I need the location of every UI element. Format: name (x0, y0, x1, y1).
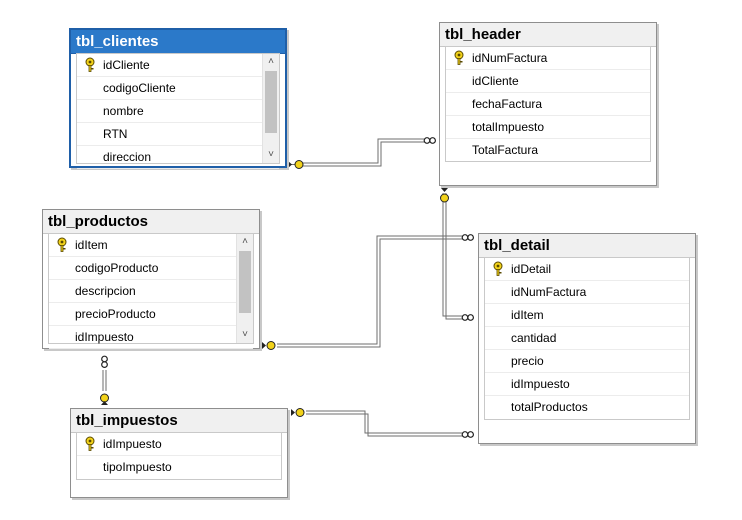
column-name: fechaFactura (472, 97, 543, 111)
chevron-down-icon[interactable]: ˅ (242, 329, 248, 340)
key-icon (291, 408, 305, 417)
column-row[interactable]: idItem (485, 304, 689, 327)
infinity-icon (101, 355, 108, 369)
scroll-thumb[interactable] (239, 251, 251, 313)
table-title[interactable]: tbl_impuestos (71, 409, 287, 433)
column-name: RTN (103, 127, 128, 141)
column-name: idCliente (103, 58, 150, 72)
key-icon (85, 57, 95, 72)
key-icon (262, 341, 276, 350)
table-title[interactable]: tbl_productos (43, 210, 259, 234)
column-name: totalProductos (511, 400, 588, 414)
column-name: TotalFactura (472, 143, 539, 157)
relationship-impuestos-detail[interactable] (306, 410, 462, 437)
column-row[interactable]: codigoProducto (49, 257, 253, 280)
infinity-icon (423, 137, 437, 144)
table-detail[interactable]: tbl_detail idDetail idNumFactura idItem … (478, 233, 696, 444)
column-row[interactable]: idCliente (446, 70, 650, 93)
chevron-up-icon[interactable]: ˄ (242, 236, 248, 247)
column-row[interactable]: precioProducto (49, 303, 253, 326)
relationship-clientes-header[interactable] (299, 138, 424, 167)
column-row[interactable]: idImpuesto (485, 373, 689, 396)
column-row[interactable]: precio (485, 350, 689, 373)
column-row[interactable]: idNumFactura (485, 281, 689, 304)
table-title[interactable]: tbl_detail (479, 234, 695, 258)
table-title[interactable]: tbl_clientes (71, 30, 285, 54)
column-row[interactable]: tipoImpuesto (77, 456, 281, 478)
column-row[interactable]: idImpuesto (77, 433, 281, 456)
column-name: tipoImpuesto (103, 460, 172, 474)
column-row[interactable]: fechaFactura (446, 93, 650, 116)
column-name: idDetail (511, 262, 552, 276)
infinity-icon (461, 314, 475, 321)
infinity-icon (461, 234, 475, 241)
column-name: idItem (511, 308, 544, 322)
scrollbar[interactable]: ˄ ˅ (236, 234, 253, 343)
column-row[interactable]: TotalFactura (446, 139, 650, 161)
column-row[interactable]: descripcion (49, 280, 253, 303)
relationship-impuestos-productos[interactable] (102, 370, 107, 391)
column-list: idImpuesto tipoImpuesto (76, 432, 282, 480)
scrollbar[interactable]: ˄ ˅ (262, 54, 279, 163)
scroll-thumb[interactable] (265, 71, 277, 133)
relationship-productos-detail[interactable] (277, 235, 462, 348)
column-name: idItem (75, 238, 108, 252)
key-icon (454, 50, 464, 65)
infinity-icon (461, 431, 475, 438)
column-row[interactable]: idNumFactura (446, 47, 650, 70)
column-name: idNumFactura (472, 51, 548, 65)
column-name: precio (511, 354, 544, 368)
column-name: precioProducto (75, 307, 156, 321)
column-row[interactable]: idImpuesto (49, 326, 253, 349)
column-name: idImpuesto (511, 377, 570, 391)
chevron-up-icon[interactable]: ˄ (268, 56, 274, 67)
chevron-down-icon[interactable]: ˅ (268, 149, 274, 160)
column-name: totalImpuesto (472, 120, 545, 134)
column-name: codigoCliente (103, 81, 176, 95)
key-icon (57, 237, 67, 252)
column-name: idNumFactura (511, 285, 587, 299)
column-name: cantidad (511, 331, 557, 345)
table-impuestos[interactable]: tbl_impuestos idImpuesto tipoImpuesto (70, 408, 288, 498)
table-title[interactable]: tbl_header (440, 23, 656, 47)
column-list: idNumFactura idCliente fechaFactura tota… (445, 46, 651, 162)
key-icon (493, 261, 503, 276)
column-row[interactable]: RTN (77, 123, 279, 146)
column-row[interactable]: idCliente (77, 54, 279, 77)
table-header[interactable]: tbl_header idNumFactura idCliente fechaF… (439, 22, 657, 186)
column-list: idCliente codigoCliente nombre RTN direc… (76, 53, 280, 169)
table-clientes[interactable]: tbl_clientes idCliente codigoCliente nom… (69, 28, 287, 169)
column-row[interactable]: cantidad (485, 327, 689, 350)
column-row[interactable]: codigoCliente (77, 77, 279, 100)
key-icon (100, 393, 109, 405)
column-name: idCliente (472, 74, 519, 88)
table-productos[interactable]: tbl_productos idItem codigoProducto desc… (42, 209, 260, 349)
column-name: codigoProducto (75, 261, 159, 275)
column-row[interactable]: direccion (77, 146, 279, 169)
column-name: descripcion (75, 284, 136, 298)
key-icon (288, 160, 304, 169)
column-row[interactable]: nombre (77, 100, 279, 123)
column-name: idImpuesto (103, 437, 162, 451)
key-icon (85, 436, 95, 451)
column-list: idItem codigoProducto descripcion precio… (48, 233, 254, 349)
key-icon (440, 188, 449, 203)
column-name: idImpuesto (75, 330, 134, 344)
column-list: idDetail idNumFactura idItem cantidad pr… (484, 257, 690, 420)
relationship-header-detail[interactable] (442, 193, 462, 320)
column-row[interactable]: idDetail (485, 258, 689, 281)
column-name: direccion (103, 150, 152, 164)
column-row[interactable]: idItem (49, 234, 253, 257)
column-row[interactable]: totalImpuesto (446, 116, 650, 139)
column-row[interactable]: totalProductos (485, 396, 689, 418)
column-name: nombre (103, 104, 144, 118)
